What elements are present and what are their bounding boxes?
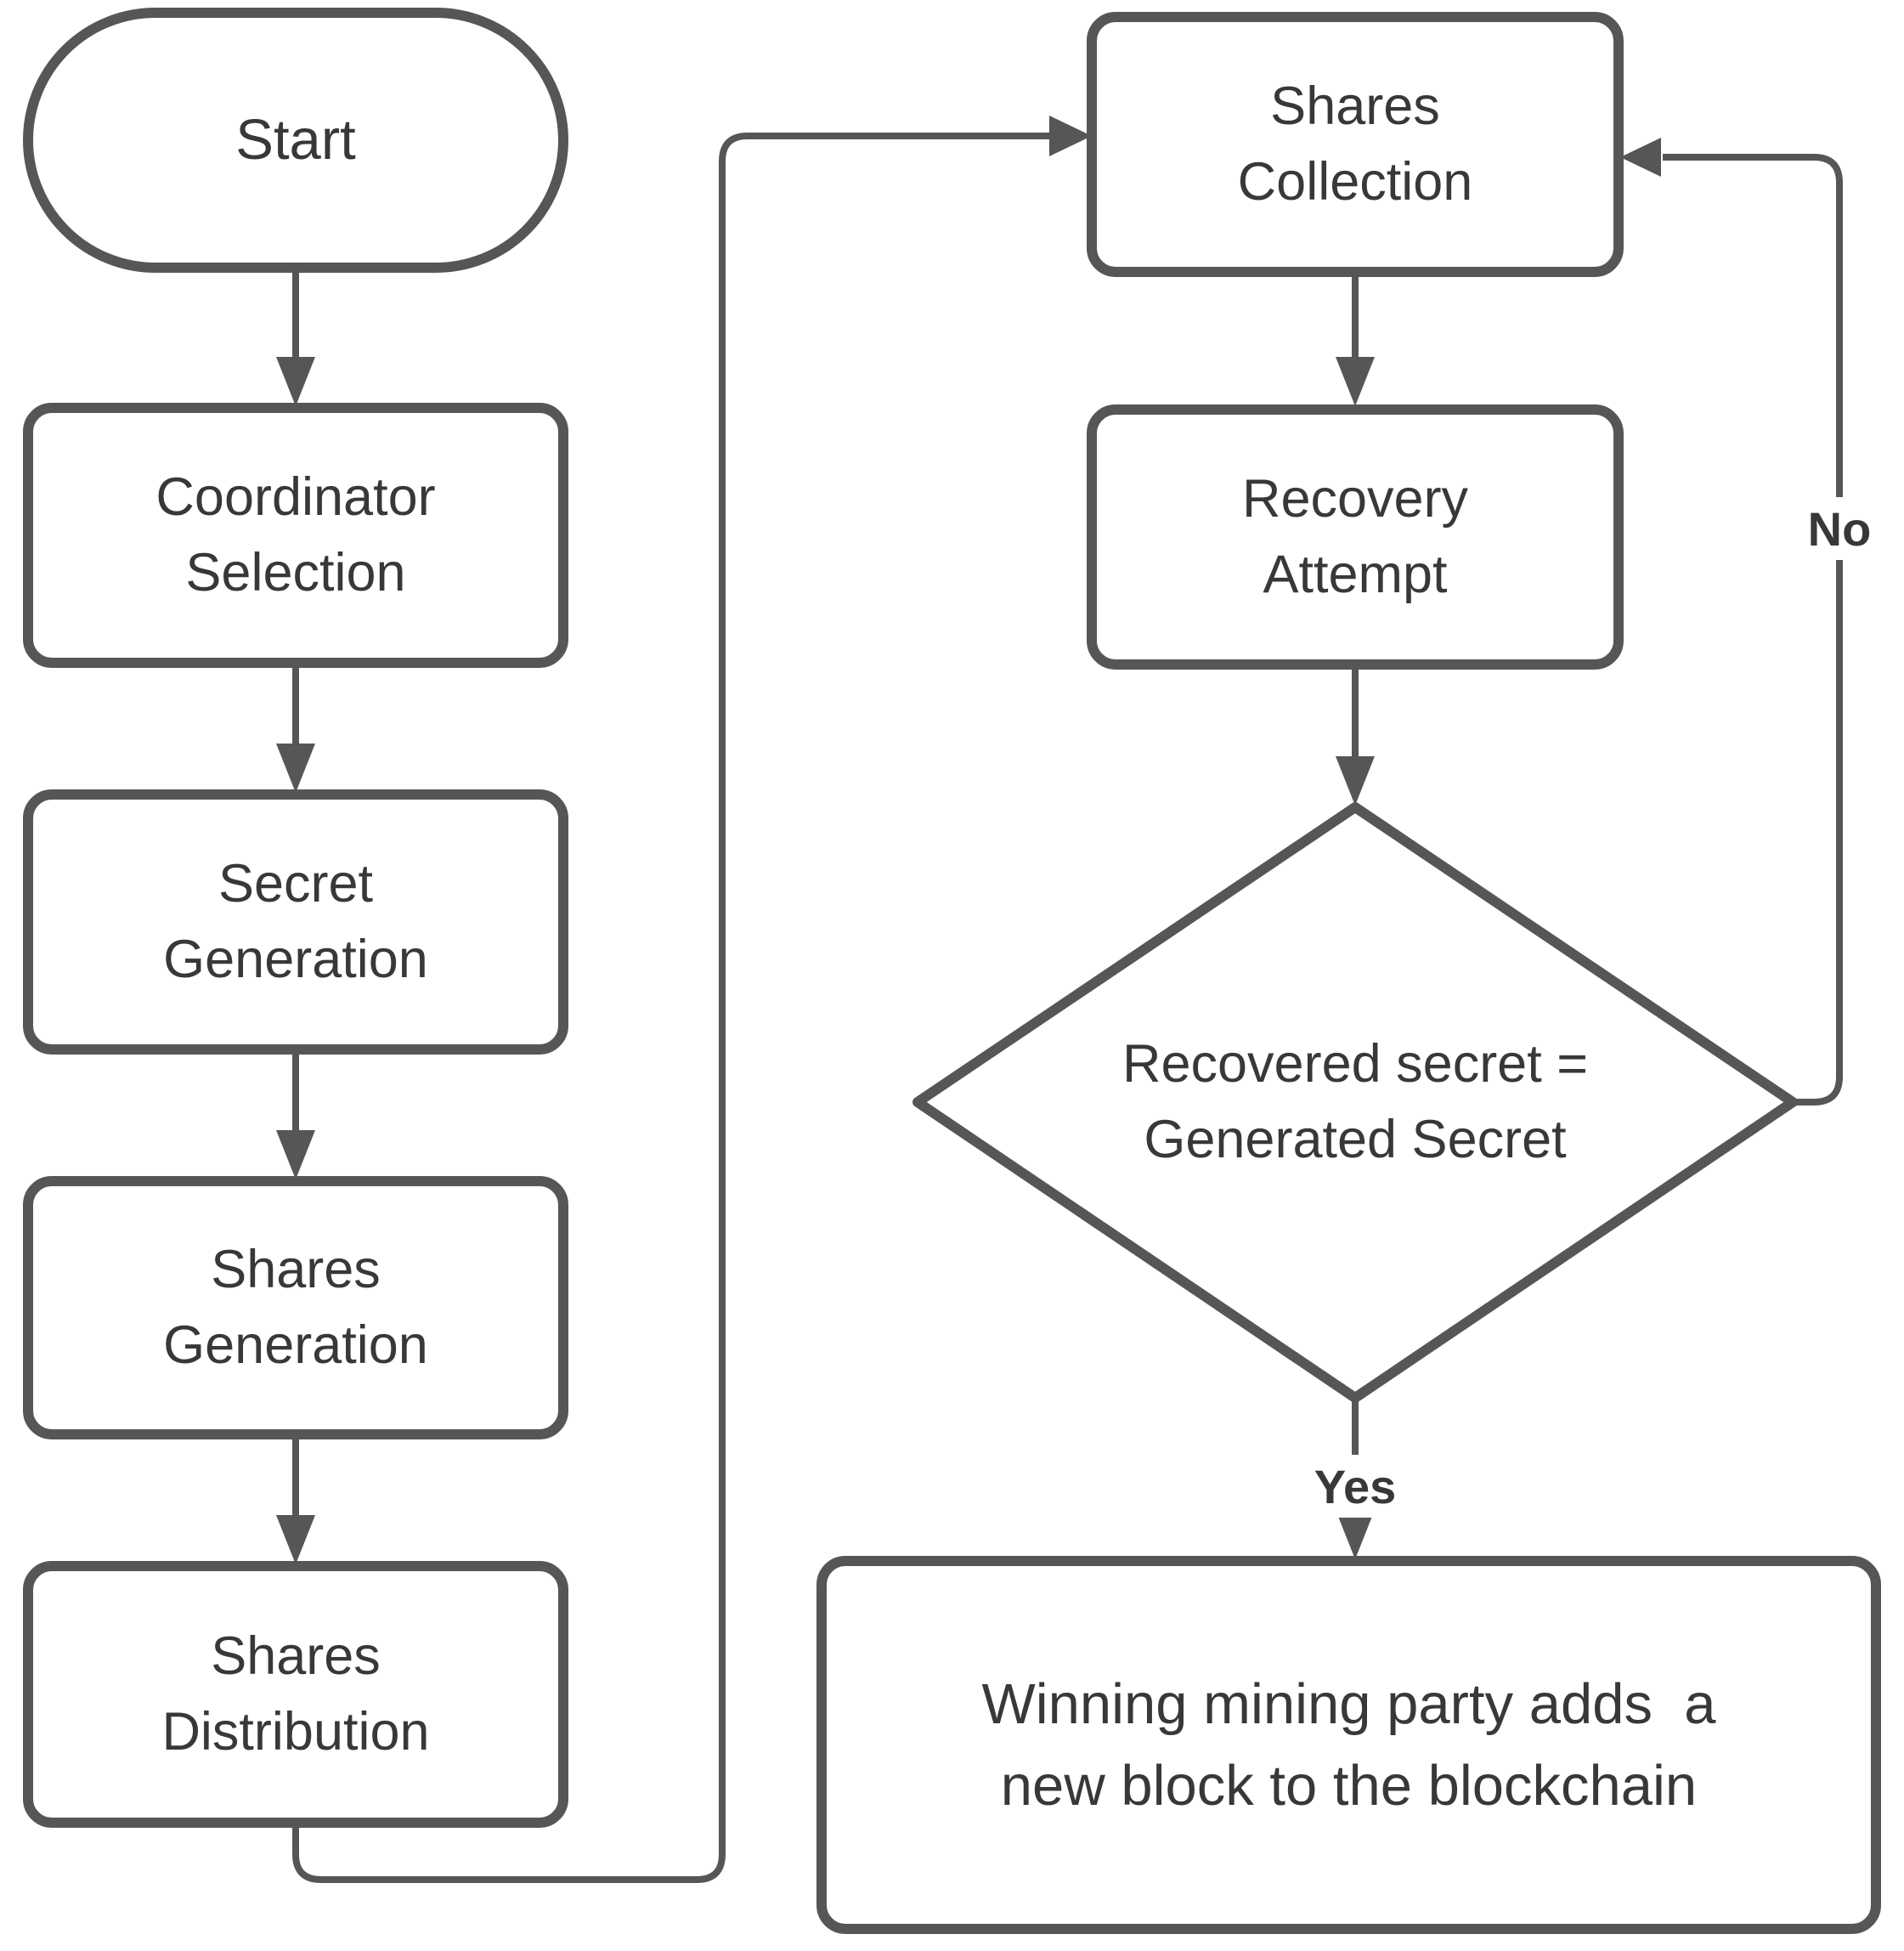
edge-distribution-to-collection [292, 133, 1051, 1883]
shares-distribution-node-shape [23, 1561, 568, 1828]
arrowhead-secret-to-shares-generation [276, 1130, 315, 1179]
final-node-shape [816, 1556, 1881, 1934]
secret-generation-node-shape [23, 789, 568, 1055]
arrowhead-collection-to-recovery [1336, 357, 1375, 406]
shares-generation-node-shape [23, 1176, 568, 1439]
arrowhead-no-to-collection [1620, 138, 1661, 177]
edge-decision-no-to-collection [1663, 154, 1843, 1106]
recovery-attempt-node-shape [1087, 404, 1624, 670]
arrowhead-shares-generation-to-distribution [276, 1515, 315, 1564]
arrowhead-coordinator-to-secret [276, 744, 315, 793]
coordinator-selection-node-shape [23, 403, 568, 668]
arrowhead-yes-to-final [1336, 1510, 1375, 1559]
shares-collection-node-shape [1087, 12, 1624, 277]
decision-diamond-shape [912, 802, 1798, 1403]
arrowhead-distribution-to-collection [1049, 116, 1092, 156]
start-node-shape [23, 8, 568, 273]
arrowhead-recovery-to-decision [1336, 756, 1375, 806]
arrowhead-start-to-coordinator [276, 357, 315, 406]
